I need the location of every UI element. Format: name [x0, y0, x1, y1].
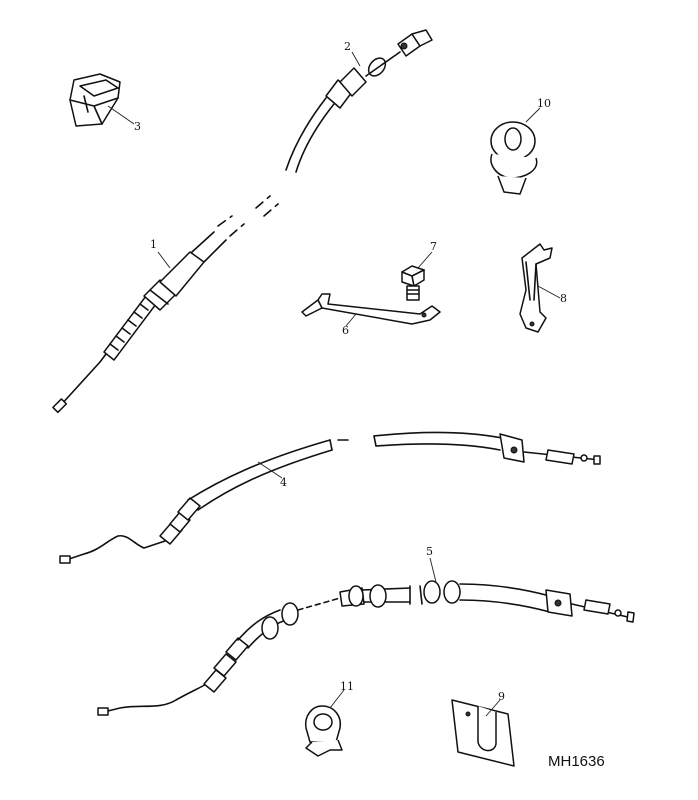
callout-labels: 1 2 3 4 5 6 7 8 9 10 11 [134, 40, 567, 703]
callout-7: 7 [430, 240, 437, 253]
callout-6: 6 [342, 324, 349, 337]
callout-4: 4 [280, 476, 287, 489]
part-2-cable-fitting [325, 29, 433, 109]
part-4-cable [59, 431, 601, 564]
leader-lines [107, 51, 561, 717]
callout-3: 3 [134, 120, 141, 133]
part-6-bracket [301, 293, 441, 325]
part-9-plate [451, 699, 515, 767]
callout-8: 8 [560, 292, 567, 305]
part-10-grommet [490, 121, 538, 195]
callout-1: 1 [150, 238, 157, 251]
part-8-bracket [519, 243, 553, 333]
callout-9: 9 [498, 690, 505, 703]
callout-10: 10 [537, 97, 551, 110]
part-3-clip [69, 73, 121, 127]
part-7-bolt [401, 265, 425, 301]
figure-reference: MH1636 [548, 753, 605, 770]
callout-2: 2 [344, 40, 351, 53]
callout-5: 5 [426, 545, 433, 558]
part-1-throttle-cable [52, 97, 335, 414]
callout-11: 11 [340, 680, 354, 693]
part-5-cable [97, 580, 635, 716]
part-11-clip [304, 705, 343, 757]
